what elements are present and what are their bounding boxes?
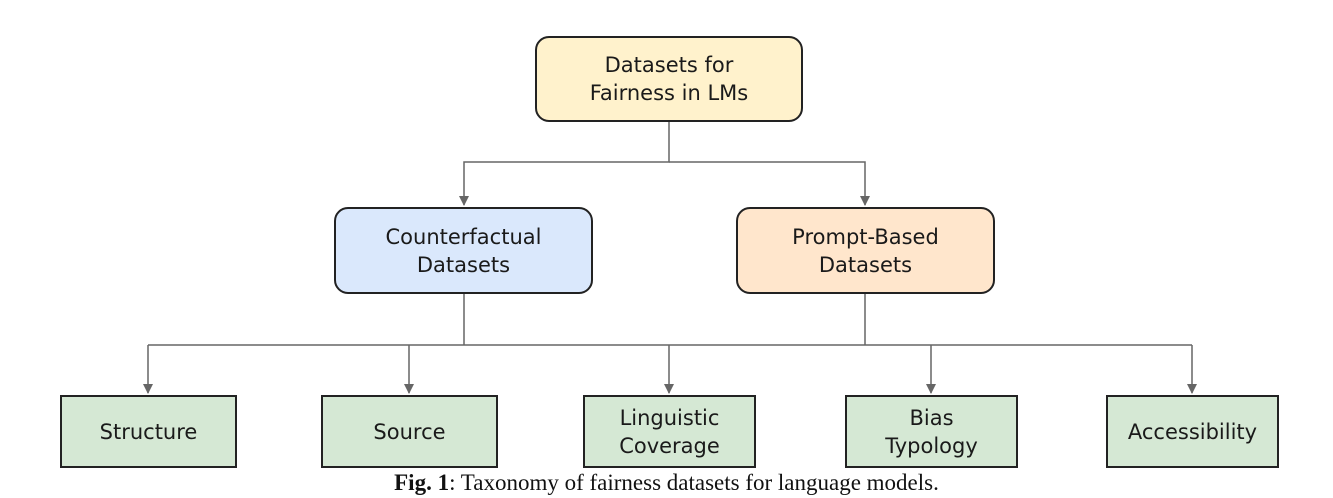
leaf-node-source: Source xyxy=(321,395,498,468)
figure-caption-label: Fig. 1 xyxy=(394,470,450,495)
branch-node-counterfactual-datasets: Counterfactual Datasets xyxy=(334,207,593,294)
figure-caption-text: : Taxonomy of fairness datasets for lang… xyxy=(449,470,939,495)
leaf-node-structure: Structure xyxy=(60,395,237,468)
leaf-node-linguistic-coverage: Linguistic Coverage xyxy=(583,395,756,468)
edge-root-to-counterfactual xyxy=(459,122,670,206)
root-node-datasets-for-fairness: Datasets for Fairness in LMs xyxy=(535,36,803,122)
edge-root-to-prompt-based xyxy=(669,161,870,206)
leaf-node-bias-typology: Bias Typology xyxy=(845,395,1018,468)
leaf-node-accessibility: Accessibility xyxy=(1106,395,1279,468)
branch-node-prompt-based-datasets: Prompt-Based Datasets xyxy=(736,207,995,294)
figure-caption: Fig. 1: Taxonomy of fairness datasets fo… xyxy=(0,468,1333,498)
edge-branches-to-leaves-bus xyxy=(148,294,1192,346)
